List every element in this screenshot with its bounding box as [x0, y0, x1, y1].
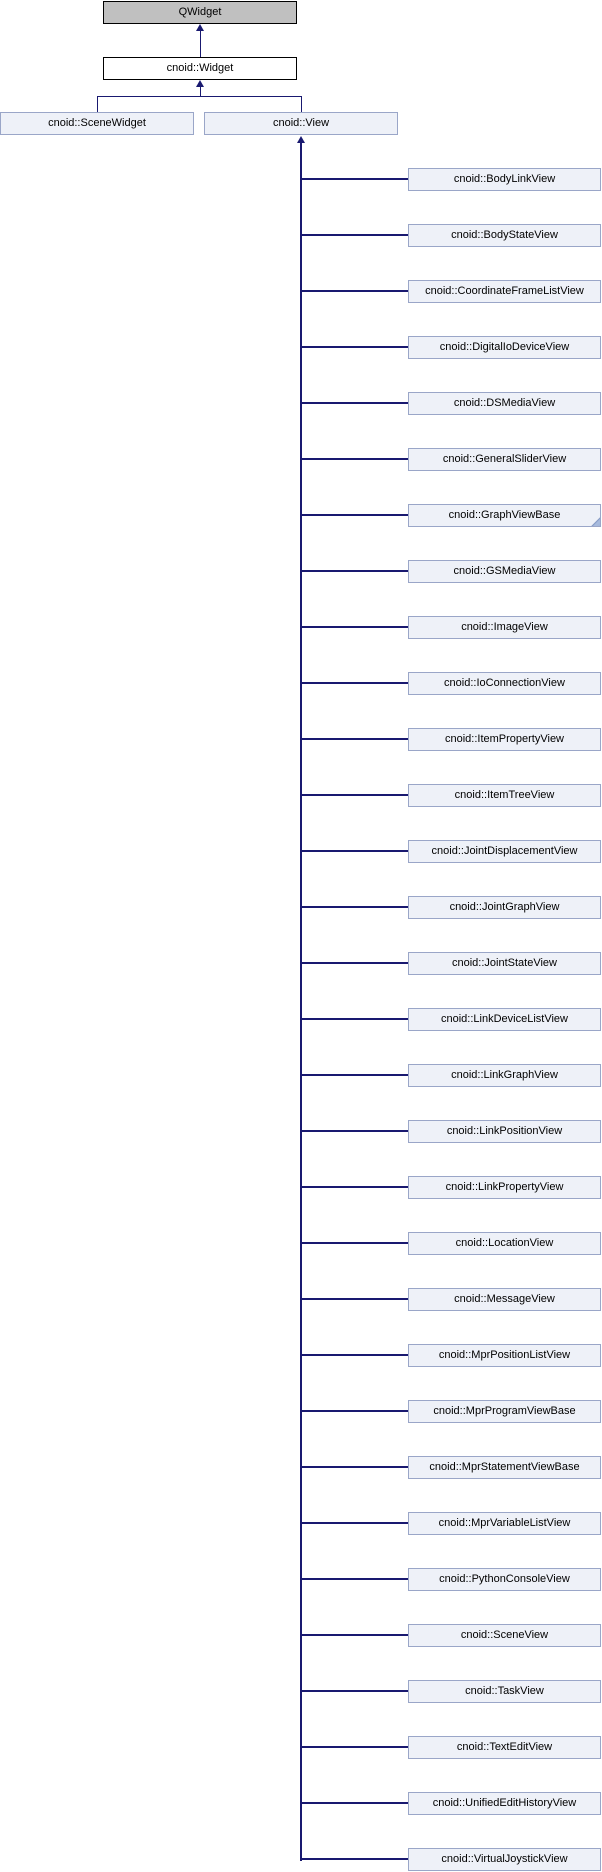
node-locationview[interactable]: cnoid::LocationView [408, 1232, 601, 1255]
edge-view-to-jointgraphview [301, 906, 408, 908]
edge-view-to-mprpositionlistview [301, 1354, 408, 1356]
node-sceneview[interactable]: cnoid::SceneView [408, 1624, 601, 1647]
arrowhead-qwidget [196, 24, 204, 31]
arrowhead-cnoid-view [297, 136, 305, 143]
edge-view-to-mprvariablelistview [301, 1522, 408, 1524]
edge-view-to-linkdevicelistview [301, 1018, 408, 1020]
edge-view-to-virtualjoystickview [301, 1858, 408, 1860]
edge-view-to-texteditview [301, 1746, 408, 1748]
node-ioconnectionview[interactable]: cnoid::IoConnectionView [408, 672, 601, 695]
edge-view-to-jointdisplacementview [301, 850, 408, 852]
edge-view-to-generalsliderview [301, 458, 408, 460]
edge-view-to-ioconnectionview [301, 682, 408, 684]
node-itemtreeview[interactable]: cnoid::ItemTreeView [408, 784, 601, 807]
edge-view-to-locationview [301, 1242, 408, 1244]
node-generalsliderview[interactable]: cnoid::GeneralSliderView [408, 448, 601, 471]
node-cnoid-widget[interactable]: cnoid::Widget [103, 57, 297, 80]
node-jointstateview[interactable]: cnoid::JointStateView [408, 952, 601, 975]
node-mprpositionlistview[interactable]: cnoid::MprPositionListView [408, 1344, 601, 1367]
edge-view-to-jointstateview [301, 962, 408, 964]
edge-view-to-taskview [301, 1690, 408, 1692]
edge-view-to-imageview [301, 626, 408, 628]
edge-view-to-linkgraphview [301, 1074, 408, 1076]
edge-view-to-messageview [301, 1298, 408, 1300]
node-linkpositionview[interactable]: cnoid::LinkPositionView [408, 1120, 601, 1143]
edge-to-view [301, 96, 302, 112]
node-messageview[interactable]: cnoid::MessageView [408, 1288, 601, 1311]
edge-branch-stem [200, 87, 201, 96]
node-qwidget: QWidget [103, 1, 297, 24]
node-itempropertyview[interactable]: cnoid::ItemPropertyView [408, 728, 601, 751]
edge-view-to-graphviewbase [301, 514, 408, 516]
edge-to-scenewidget [97, 96, 98, 112]
edge-view-to-bodylinkview [301, 178, 408, 180]
edge-view-to-bodystateview [301, 234, 408, 236]
node-taskview[interactable]: cnoid::TaskView [408, 1680, 601, 1703]
node-linkdevicelistview[interactable]: cnoid::LinkDeviceListView [408, 1008, 601, 1031]
node-bodylinkview[interactable]: cnoid::BodyLinkView [408, 168, 601, 191]
node-texteditview[interactable]: cnoid::TextEditView [408, 1736, 601, 1759]
node-coordinateframelistview[interactable]: cnoid::CoordinateFrameListView [408, 280, 601, 303]
edge-view-to-mprstatementviewbase [301, 1466, 408, 1468]
node-mprvariablelistview[interactable]: cnoid::MprVariableListView [408, 1512, 601, 1535]
edge-view-to-itempropertyview [301, 738, 408, 740]
node-virtualjoystickview[interactable]: cnoid::VirtualJoystickView [408, 1848, 601, 1871]
node-cnoid-view[interactable]: cnoid::View [204, 112, 398, 135]
edge-view-to-mprprogramviewbase [301, 1410, 408, 1412]
node-unifiededithistoryview[interactable]: cnoid::UnifiedEditHistoryView [408, 1792, 601, 1815]
node-pythonconsoleview[interactable]: cnoid::PythonConsoleView [408, 1568, 601, 1591]
edge-view-to-dsmediaview [301, 402, 408, 404]
node-cnoid-scenewidget[interactable]: cnoid::SceneWidget [0, 112, 194, 135]
node-jointdisplacementview[interactable]: cnoid::JointDisplacementView [408, 840, 601, 863]
edge-view-to-sceneview [301, 1634, 408, 1636]
edge-view-to-itemtreeview [301, 794, 408, 796]
node-digitaliodeviceview[interactable]: cnoid::DigitalIoDeviceView [408, 336, 601, 359]
edge-view-to-unifiededithistoryview [301, 1802, 408, 1804]
node-mprprogramviewbase[interactable]: cnoid::MprProgramViewBase [408, 1400, 601, 1423]
edge-widget-to-qwidget [200, 31, 201, 57]
hidden-subclasses-marker [590, 516, 600, 526]
node-linkpropertyview[interactable]: cnoid::LinkPropertyView [408, 1176, 601, 1199]
node-dsmediaview[interactable]: cnoid::DSMediaView [408, 392, 601, 415]
node-linkgraphview[interactable]: cnoid::LinkGraphView [408, 1064, 601, 1087]
node-gsmediaview[interactable]: cnoid::GSMediaView [408, 560, 601, 583]
edge-view-trunk [300, 143, 302, 1861]
node-jointgraphview[interactable]: cnoid::JointGraphView [408, 896, 601, 919]
arrowhead-cnoid-widget [196, 80, 204, 87]
node-imageview[interactable]: cnoid::ImageView [408, 616, 601, 639]
edge-view-to-linkpropertyview [301, 1186, 408, 1188]
node-bodystateview[interactable]: cnoid::BodyStateView [408, 224, 601, 247]
node-graphviewbase[interactable]: cnoid::GraphViewBase [408, 504, 601, 527]
edge-view-to-pythonconsoleview [301, 1578, 408, 1580]
edge-view-to-linkpositionview [301, 1130, 408, 1132]
node-mprstatementviewbase[interactable]: cnoid::MprStatementViewBase [408, 1456, 601, 1479]
edge-branch-horizontal [97, 96, 302, 97]
edge-view-to-digitaliodeviceview [301, 346, 408, 348]
edge-view-to-coordinateframelistview [301, 290, 408, 292]
edge-view-to-gsmediaview [301, 570, 408, 572]
